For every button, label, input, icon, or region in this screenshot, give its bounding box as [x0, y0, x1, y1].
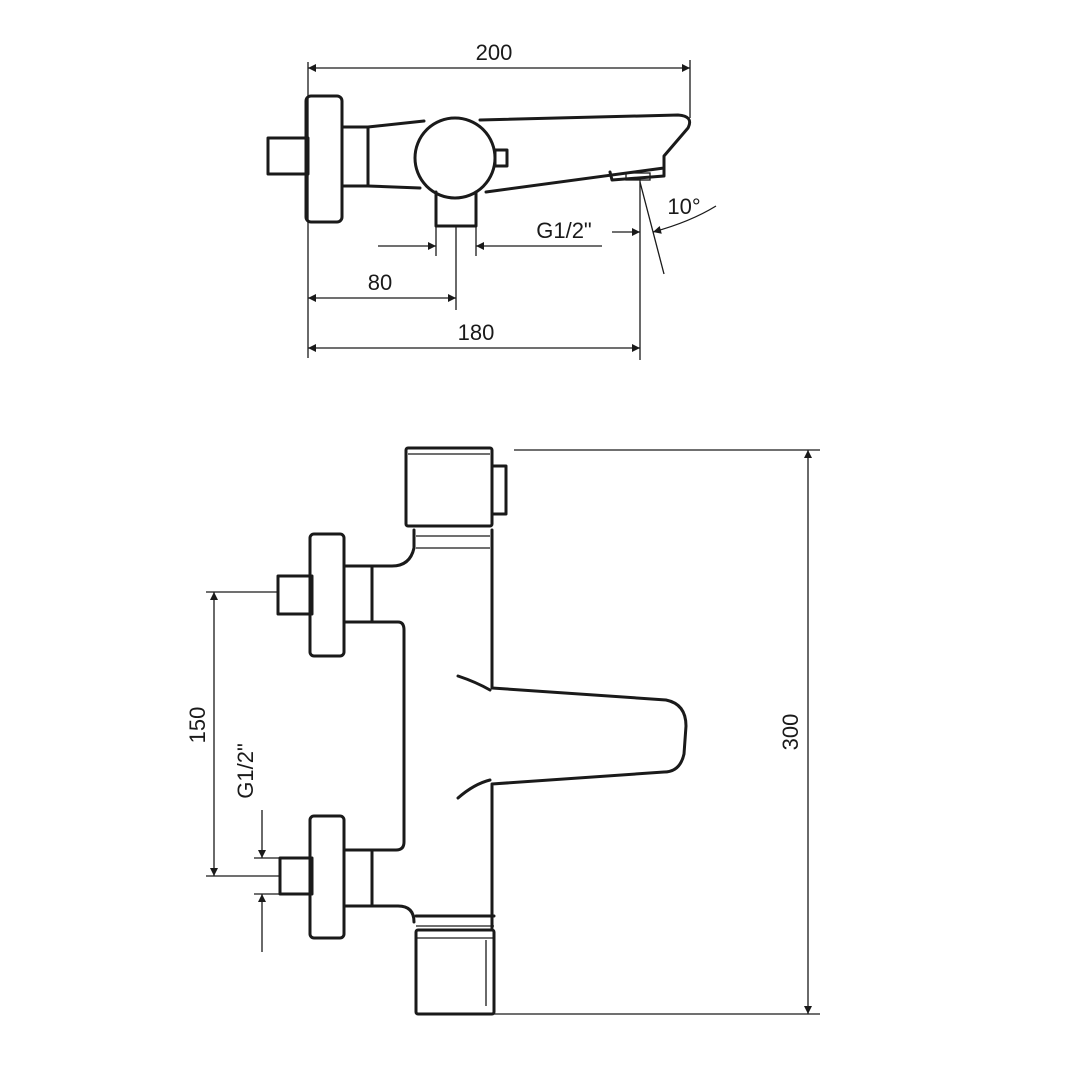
top-spout [478, 113, 692, 194]
front-body-left [370, 546, 416, 924]
front-body-curve-top [456, 674, 492, 692]
front-lower-flange [308, 814, 346, 940]
front-view-body [276, 446, 688, 1016]
dim-inlet-thread: G1/2" [233, 743, 258, 799]
dim-overall-length: 200 [476, 40, 513, 65]
top-cartridge-pin [493, 148, 509, 168]
front-bottom-handle [414, 928, 496, 1016]
front-view: 150 G1/2" 300 [185, 446, 820, 1016]
front-upper-inlet-stub [276, 574, 314, 616]
front-top-handle [404, 446, 494, 528]
dim-spout-angle: 10° [667, 194, 700, 219]
dim-outlet-offset: 80 [368, 270, 392, 295]
top-view: 200 G1/2" 10° 80 180 [266, 40, 717, 360]
front-upper-flange [308, 532, 346, 658]
dim-projection: 180 [458, 320, 495, 345]
front-lower-inlet-stub [278, 856, 314, 896]
top-body-lower [340, 184, 422, 190]
top-wall-flange [304, 94, 344, 224]
top-aerator [608, 164, 666, 182]
dim-outlet-thread: G1/2" [536, 218, 592, 243]
top-inlet-stub [266, 136, 310, 176]
top-view-body [266, 94, 692, 228]
front-body-curve-bottom [456, 778, 492, 800]
top-cartridge-dome [413, 116, 497, 200]
dim-inlet-spacing: 150 [185, 707, 210, 744]
front-top-handle-button [490, 464, 508, 516]
top-body-upper [340, 119, 426, 129]
dim-overall-height: 300 [778, 714, 803, 751]
front-body-right-spout [490, 546, 688, 930]
